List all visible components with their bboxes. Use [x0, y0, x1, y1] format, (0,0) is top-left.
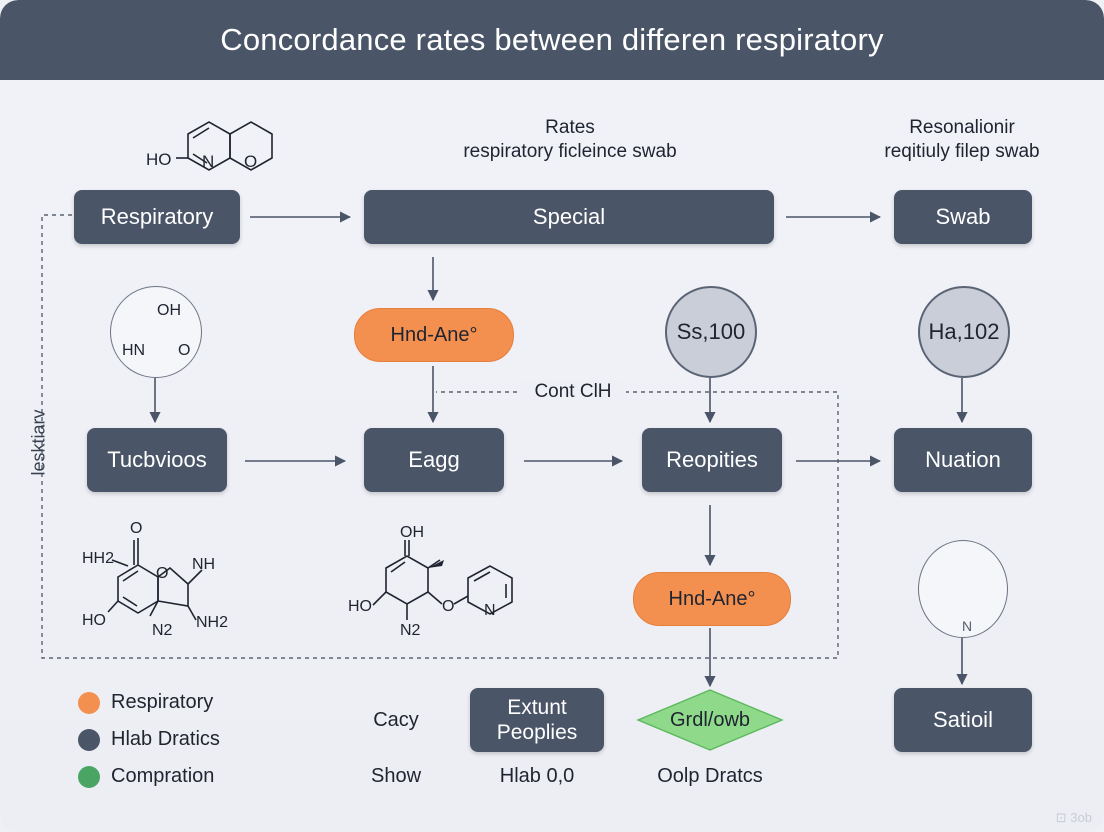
diagram-title: Concordance rates between differen respi…: [220, 22, 884, 57]
legend-swatch-orange: [78, 691, 100, 714]
pill-hnd-ane-top[interactable]: Hnd-Ane°: [354, 308, 514, 362]
text-cacy: Cacy: [373, 709, 419, 731]
chem-label-o-3a: O: [130, 520, 143, 537]
chem-label-o-1: O: [244, 152, 258, 171]
node-respiratory[interactable]: Respiratory: [74, 190, 240, 244]
circle-ha102[interactable]: Ha,102: [918, 286, 1010, 378]
chem-label-hh2-3: HH2: [82, 550, 115, 567]
right-label-line2: reqitiuly filep swab: [884, 141, 1040, 162]
node-reopities[interactable]: Reopities: [642, 428, 782, 492]
chem-label-nh-3: NH: [192, 556, 216, 573]
chem-label-o-3b: O: [156, 565, 169, 582]
chem-label-n-1: N: [202, 152, 215, 171]
chem-structure-3: [107, 538, 203, 621]
chem-label-n-4: N: [484, 602, 496, 619]
decision-diamond: [636, 689, 784, 751]
chem-label-oh-4: OH: [400, 524, 424, 541]
legend-label-compration: Compration: [111, 765, 215, 787]
text-hlab: Hlab 0,0: [499, 765, 575, 787]
chem-label-n-5: N: [962, 618, 973, 634]
circle-ss100[interactable]: Ss,100: [665, 286, 757, 378]
watermark: ⊡ 3ob: [1055, 810, 1092, 825]
chem-structure-1: [176, 121, 273, 171]
text-show: Show: [370, 765, 422, 787]
node-satioil[interactable]: Satioil: [894, 688, 1032, 752]
legend-label-respiratory: Respiratory: [111, 691, 214, 713]
node-tucbvioos[interactable]: Tucbvioos: [87, 428, 227, 492]
legend-item-hlab: Hlab Dratics: [78, 728, 220, 751]
center-label-line2: respiratory ficleince swab: [463, 141, 677, 162]
chem-label-ho-3: HO: [82, 612, 106, 629]
node-eagg[interactable]: Eagg: [364, 428, 504, 492]
side-label: lesktiarv: [28, 409, 49, 476]
chem-label-o-4: O: [442, 598, 455, 615]
legend-label-hlab: Hlab Dratics: [111, 728, 220, 750]
molecule-ring-left: [110, 286, 202, 378]
chem-label-oh-2: OH: [157, 302, 181, 319]
chem-label-n2-3: N2: [152, 622, 173, 639]
right-label-line1: Resonalionir: [909, 117, 1015, 138]
node-swab[interactable]: Swab: [894, 190, 1032, 244]
chem-label-hn-2: HN: [122, 342, 146, 359]
connector-label: Cont ClH: [520, 380, 626, 404]
node-special[interactable]: Special: [364, 190, 774, 244]
chem-structure-4: [372, 540, 513, 620]
chem-label-ho-4: HO: [348, 598, 372, 615]
node-extunt-line2: Peoplies: [496, 721, 578, 744]
text-oolp: Oolp Dratcs: [657, 765, 763, 787]
chem-label-ho-1: HO: [146, 150, 172, 169]
chem-label-o-2: O: [178, 342, 191, 359]
molecule-ring-right: [918, 540, 1008, 638]
legend-item-respiratory: Respiratory: [78, 691, 213, 714]
chem-label-n2-4: N2: [400, 622, 421, 639]
legend-item-compration: Compration: [78, 765, 214, 788]
chem-label-nh2-3: NH2: [196, 614, 229, 631]
center-label-line1: Rates: [545, 117, 595, 138]
wedge-bond: [428, 560, 444, 568]
diamond-label: Grdl/owb: [669, 709, 751, 731]
node-nuation[interactable]: Nuation: [894, 428, 1032, 492]
node-extunt-line1: Extunt: [507, 696, 567, 719]
legend-swatch-green: [78, 765, 100, 788]
pill-hnd-ane-bottom[interactable]: Hnd-Ane°: [633, 572, 791, 626]
node-extunt-peoplies[interactable]: Extunt Peoplies: [470, 688, 604, 752]
dashed-loop-left: [41, 214, 839, 659]
title-bar: Concordance rates between differen respi…: [0, 0, 1104, 80]
legend-swatch-slate: [78, 728, 100, 751]
